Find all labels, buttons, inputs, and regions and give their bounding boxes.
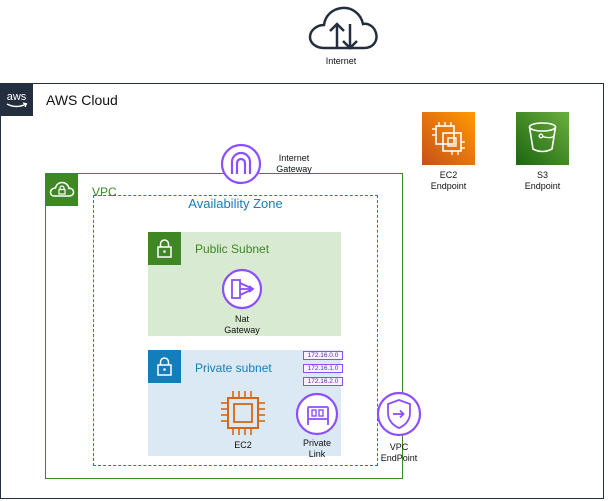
s3-bucket-icon [516,112,569,165]
internet-label: Internet [325,56,357,66]
svg-text:aws: aws [7,91,27,103]
internet-cloud-icon [308,6,378,50]
internet-gateway-label: Internet Gateway [276,153,312,174]
ec2-instance-icon [221,391,265,435]
nat-gateway-label: Nat Gateway [224,314,260,335]
aws-cloud-title: AWS Cloud [46,92,118,108]
route-table-entry: 172.16.1.0 [303,364,343,373]
availability-zone-group [93,195,378,466]
vpc-cloud-lock-icon [45,173,78,206]
internet-gateway-icon [220,143,262,185]
aws-cloud-group [0,83,604,499]
availability-zone-title: Availability Zone [188,196,283,211]
vpc-endpoint-label: VPC EndPoint [380,442,418,463]
route-table-entry: 172.16.2.0 [303,377,343,386]
ec2-label: EC2 [234,440,252,450]
ec2-endpoint-icon [422,112,475,165]
s3-endpoint-label: S3 Endpoint [524,170,561,191]
public-subnet-lock-icon [148,232,181,265]
nat-gateway-icon [221,268,263,310]
ec2-endpoint-label: EC2 Endpoint [430,170,467,191]
route-table-entry: 172.16.0.0 [303,351,343,360]
private-link-icon [295,392,339,436]
vpc-endpoint-icon [376,391,422,437]
private-subnet-title: Private subnet [195,361,272,375]
private-link-label: Private Link [302,438,331,459]
private-subnet-lock-icon [148,350,181,383]
vpc-title: VPC [92,185,117,199]
public-subnet-title: Public Subnet [195,242,270,256]
aws-logo-icon: aws [0,83,33,116]
